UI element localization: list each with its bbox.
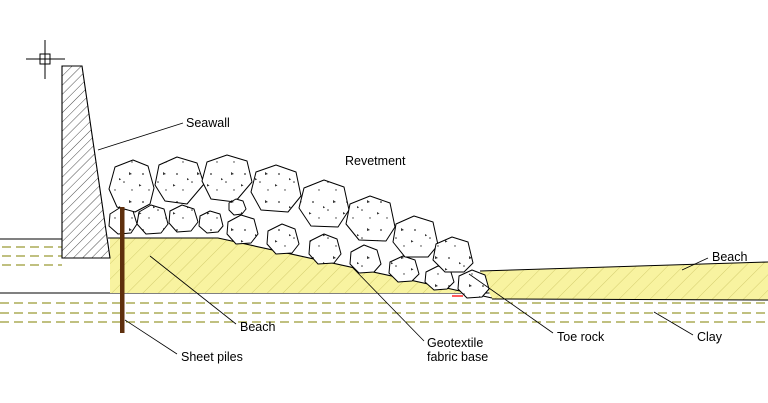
- label-clay: Clay: [697, 330, 723, 344]
- sheet-pile: [120, 207, 125, 333]
- clay-leader: [653, 311, 694, 336]
- rock-stone: [349, 244, 382, 274]
- seawall-leader: [97, 122, 184, 151]
- beach-bottom-line: [491, 298, 768, 301]
- beach-left-fill: [110, 238, 469, 293]
- rock-stone: [228, 198, 247, 216]
- rock-stone: [298, 179, 350, 228]
- rock-stone: [198, 210, 224, 234]
- rock-stone: [388, 255, 420, 283]
- leader-lines: [97, 122, 709, 355]
- label-geotextile-line1: Geotextile: [427, 336, 483, 350]
- strata-lines-left: [2, 246, 62, 266]
- label-sheet-piles: Sheet piles: [181, 350, 243, 364]
- crosshair-pickbox: [39, 53, 51, 65]
- beach-left-leader: [149, 255, 237, 325]
- geotextile-leader: [351, 266, 425, 342]
- rock-stone: [432, 236, 474, 273]
- rock-stone: [154, 156, 205, 205]
- rock-stone: [168, 204, 199, 233]
- rock-stone: [345, 195, 396, 242]
- label-geotextile-line2: fabric base: [427, 350, 488, 364]
- label-toe-rock: Toe rock: [557, 330, 605, 344]
- toe-rock-stone: [457, 269, 490, 299]
- sheet-piles-leader: [124, 319, 178, 355]
- rock-stone: [108, 159, 155, 213]
- crosshair-cursor: [26, 40, 65, 79]
- label-beach-left: Beach: [240, 320, 275, 334]
- label-revetment: Revetment: [345, 154, 406, 168]
- beach-top-line: [479, 261, 768, 272]
- label-seawall: Seawall: [186, 116, 230, 130]
- rock-stone: [226, 214, 259, 245]
- toe-rock-leader: [468, 273, 554, 334]
- beach-right-fill: [480, 262, 768, 300]
- seawall-shape: [61, 65, 111, 259]
- rock-stone: [392, 215, 439, 258]
- rock-stone: [308, 233, 342, 265]
- rock-stone: [136, 204, 169, 235]
- rock-stone: [266, 223, 300, 255]
- rock-stone: [250, 164, 302, 213]
- label-beach-right: Beach: [712, 250, 747, 264]
- beach-right-leader: [681, 257, 709, 271]
